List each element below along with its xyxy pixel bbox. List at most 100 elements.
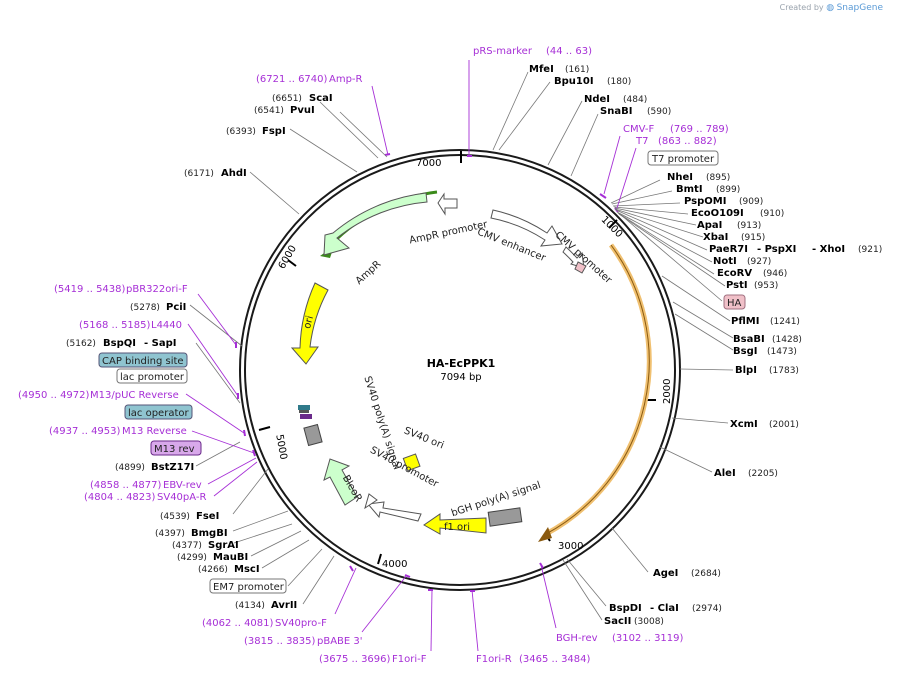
primer-bgh-rev[interactable]: BGH-rev <box>556 633 598 644</box>
primer-pbr322ori-f[interactable]: pBR322ori-F <box>126 284 188 295</box>
site-pflmi-pos: (1241) <box>770 317 800 327</box>
primer-prs-marker[interactable]: pRS-marker <box>473 46 533 57</box>
site-bsgi[interactable]: BsgI <box>733 346 757 357</box>
primer-l4440[interactable]: L4440 <box>151 320 182 331</box>
primer-l4440-range: (5168 .. 5185) <box>79 320 151 331</box>
site-sacii[interactable]: SacII <box>604 616 631 627</box>
site-bspdi[interactable]: BspDI <box>609 603 642 614</box>
primer-pbabe3[interactable]: pBABE 3' <box>317 636 363 647</box>
label-em7-promoter[interactable]: EM7 promoter <box>213 582 285 593</box>
feature-m13-block <box>300 414 312 419</box>
site-fsei[interactable]: FseI <box>196 511 219 522</box>
feature-sv40-ori-shape <box>402 453 421 472</box>
site-sgrai-pos: (4377) <box>172 541 202 551</box>
site-nhei[interactable]: NheI <box>667 172 693 183</box>
site-pspomi[interactable]: PspOMI <box>684 196 726 207</box>
site-bsabi[interactable]: BsaBI <box>733 334 765 345</box>
feature-label-cmv-promoter: CMV promoter <box>553 230 615 287</box>
site-pvui[interactable]: PvuI <box>290 105 315 116</box>
site-pspxi[interactable]: - PspXI <box>757 244 796 255</box>
primer-t7[interactable]: T7 <box>635 136 648 147</box>
site-ecorv[interactable]: EcoRV <box>717 268 752 279</box>
primer-sv40pro-f[interactable]: SV40pro-F <box>275 618 327 629</box>
site-bmti[interactable]: BmtI <box>676 184 703 195</box>
site-ecoo109i[interactable]: EcoO109I <box>691 208 744 219</box>
site-msci[interactable]: MscI <box>234 564 260 575</box>
site-xbai[interactable]: XbaI <box>703 232 728 243</box>
primer-sv40pa-r[interactable]: SV40pA-R <box>157 492 206 503</box>
site-snabi[interactable]: SnaBI <box>600 106 632 117</box>
site-scai[interactable]: ScaI <box>309 93 333 104</box>
primer-leader-lines <box>185 60 637 652</box>
ha-box <box>723 294 746 310</box>
site-paer7i[interactable]: PaeR7I <box>709 244 748 255</box>
feature-cap-block <box>299 410 309 413</box>
site-mfei[interactable]: MfeI <box>529 64 554 75</box>
primer-cmv-f-range: (769 .. 789) <box>670 124 729 135</box>
site-ndei[interactable]: NdeI <box>584 94 610 105</box>
scale-ticks <box>258 151 656 565</box>
site-xcmi-pos: (2001) <box>769 420 799 430</box>
site-fsei-pos: (4539) <box>160 512 190 522</box>
primer-f1ori-f[interactable]: F1ori-F <box>392 654 427 665</box>
feature-bgh-polya-shape <box>487 507 523 527</box>
site-fspi[interactable]: FspI <box>262 126 286 137</box>
primer-m13puc[interactable]: M13/pUC Reverse <box>90 390 179 401</box>
insert-arrow-icon <box>538 527 552 542</box>
site-ecoo109i-pos: (910) <box>760 209 784 219</box>
site-pcii-pos: (5278) <box>130 303 160 313</box>
primer-f1ori-r[interactable]: F1ori-R <box>476 654 512 665</box>
site-blpi[interactable]: BlpI <box>735 365 757 376</box>
site-clai[interactable]: - ClaI <box>650 603 679 614</box>
primer-m13-reverse-range: (4937 .. 4953) <box>49 426 121 437</box>
site-bmgbi[interactable]: BmgBI <box>191 528 228 539</box>
feature-label-f1-ori: f1 ori <box>444 522 470 533</box>
site-sgrai[interactable]: SgrAI <box>208 540 239 551</box>
site-psti-pos: (953) <box>754 281 778 291</box>
label-ha[interactable]: HA <box>727 298 742 309</box>
site-psti[interactable]: PstI <box>726 280 748 291</box>
site-apai[interactable]: ApaI <box>697 220 722 231</box>
primer-m13puc-range: (4950 .. 4972) <box>18 390 90 401</box>
site-ahdi[interactable]: AhdI <box>221 168 247 179</box>
label-lac-operator[interactable]: lac operator <box>128 408 189 419</box>
label-lac-promoter[interactable]: lac promoter <box>120 372 185 383</box>
site-maubi[interactable]: MauBI <box>213 552 248 563</box>
primer-m13-reverse[interactable]: M13 Reverse <box>122 426 187 437</box>
site-pflmi[interactable]: PflMI <box>731 316 759 327</box>
primer-ebv-rev[interactable]: EBV-rev <box>163 480 202 491</box>
site-group-2974-pos: (2974) <box>692 604 722 614</box>
site-bstz17i[interactable]: BstZ17I <box>151 462 194 473</box>
primer-cmv-f[interactable]: CMV-F <box>623 124 654 135</box>
primer-sv40pro-f-range: (4062 .. 4081) <box>202 618 274 629</box>
site-noti-pos: (927) <box>747 257 771 267</box>
site-pvui-pos: (6541) <box>254 106 284 116</box>
credit-brand: SnapGene <box>836 3 883 13</box>
m13-rev-box <box>150 440 202 456</box>
snapgene-credit: Created by ◍ SnapGene <box>780 3 883 13</box>
site-agei[interactable]: AgeI <box>653 568 678 579</box>
site-avrii[interactable]: AvrII <box>271 600 297 611</box>
site-xhoi[interactable]: - XhoI <box>812 244 845 255</box>
site-bmti-pos: (899) <box>716 185 740 195</box>
site-bpu10i[interactable]: Bpu10I <box>554 76 594 87</box>
primer-amp-r[interactable]: Amp-R <box>329 74 363 85</box>
primer-f1ori-f-range: (3675 .. 3696) <box>319 654 391 665</box>
feature-ha-small-shape <box>574 261 587 274</box>
site-noti[interactable]: NotI <box>713 256 737 267</box>
label-m13-rev[interactable]: M13 rev <box>154 444 195 455</box>
site-xcmi[interactable]: XcmI <box>730 419 758 430</box>
tick-label-5000: 5000 <box>273 434 288 461</box>
label-cap-binding-site[interactable]: CAP binding site <box>102 356 184 367</box>
label-t7-promoter[interactable]: T7 promoter <box>651 154 715 165</box>
primer-t7-range: (863 .. 882) <box>658 136 717 147</box>
feature-ampr-shape <box>323 192 428 256</box>
site-sapi[interactable]: - SapI <box>144 338 176 349</box>
lac-operator-box <box>124 404 193 420</box>
site-alei[interactable]: AleI <box>714 468 736 479</box>
site-pcii[interactable]: PciI <box>166 302 186 313</box>
site-bspqi[interactable]: BspQI <box>103 338 136 349</box>
feature-ori-shape <box>290 282 329 365</box>
feature-bleor-shape <box>323 458 358 506</box>
